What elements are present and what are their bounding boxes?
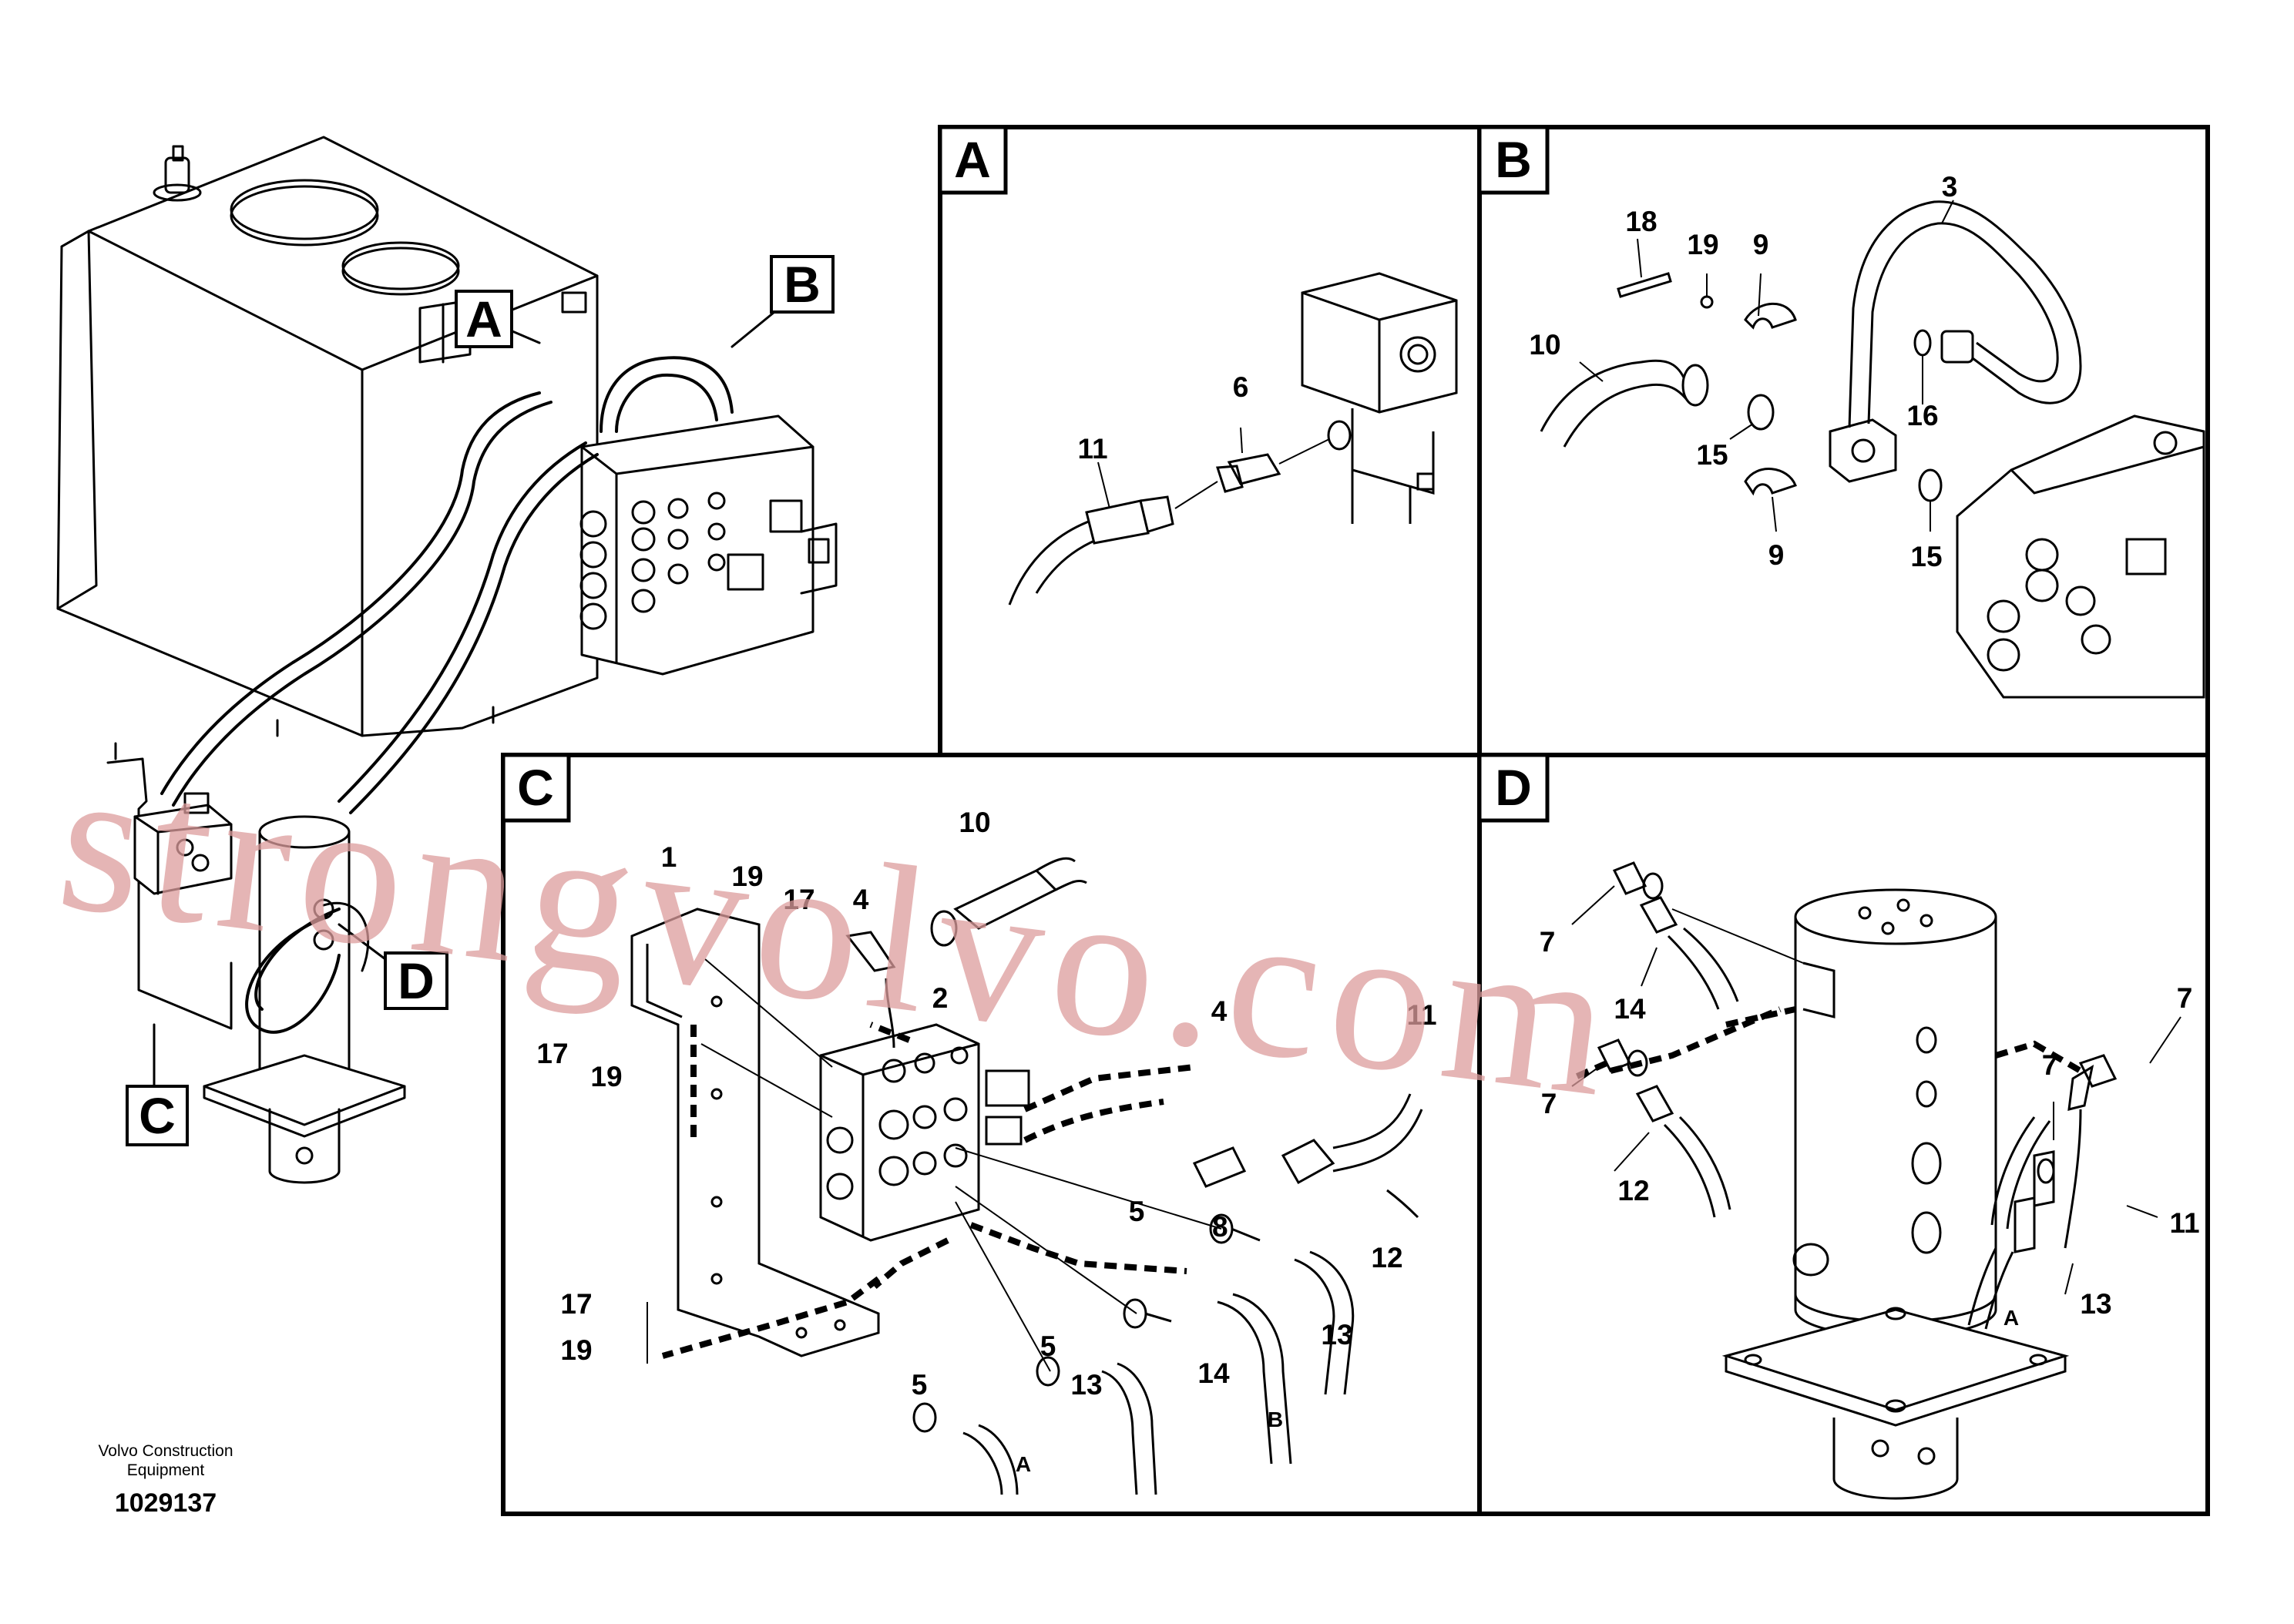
svg-text:A: A [465,290,502,347]
footer: Volvo Construction Equipment 1029137 [98,1442,233,1518]
hose-end-letter-a: A [2003,1306,2019,1330]
hose-end-letter-b: B [1268,1408,1283,1431]
part-label-11: 11 [1077,433,1107,465]
panel-b: B [1477,125,2210,757]
part-label-13: 13 [1070,1369,1102,1401]
part-label-7: 7 [2042,1049,2058,1081]
part-label-1: 1 [661,841,677,873]
part-label-18: 18 [1625,206,1657,237]
part-label-6: 6 [1233,371,1249,403]
footer-company-line2: Equipment [127,1461,205,1479]
part-label-11: 11 [1406,999,1436,1031]
callout-box-a: A [455,290,513,348]
part-label-7: 7 [1541,1088,1557,1119]
part-label-9: 9 [1768,539,1785,571]
part-label-8: 8 [1212,1211,1228,1243]
part-label-2: 2 [932,982,949,1014]
small-valve-assembly [106,757,233,1030]
panel-c: C [501,753,1482,1516]
leader-d [338,923,387,961]
part-label-4: 4 [1211,995,1228,1027]
part-label-19: 19 [560,1334,592,1366]
part-label-7: 7 [2177,982,2193,1014]
part-label-4: 4 [853,884,869,915]
part-label-17: 17 [536,1038,568,1069]
part-label-12: 12 [1617,1175,1649,1206]
control-valve [579,414,838,676]
part-label-14: 14 [1197,1357,1230,1389]
part-label-14: 14 [1614,993,1646,1025]
part-label-13: 13 [1321,1319,1352,1351]
overview-illustration [56,136,838,1184]
svg-text:C: C [139,1087,176,1144]
leader-a [511,330,541,344]
part-label-5: 5 [1129,1196,1145,1227]
drawing-number: 1029137 [115,1488,217,1518]
part-label-7: 7 [1540,926,1556,958]
part-label-10: 10 [959,807,990,838]
panel-b-title: B [1495,131,1532,188]
overview-hoses [160,356,734,1034]
part-label-10: 10 [1529,329,1560,361]
part-label-19: 19 [590,1061,622,1092]
footer-company-line1: Volvo Construction [98,1442,233,1460]
svg-text:B: B [784,256,821,313]
panel-d-title: D [1495,759,1532,816]
panel-c-title: C [517,759,554,816]
part-label-19: 19 [731,861,763,892]
part-label-9: 9 [1753,229,1769,260]
svg-text:D: D [398,952,435,1009]
part-label-12: 12 [1371,1242,1402,1273]
part-label-3: 3 [1942,171,1958,203]
callout-box-b: B [770,255,835,314]
swivel-joint [203,815,406,1184]
part-label-5: 5 [912,1369,928,1401]
panel-d: D [1477,753,2210,1516]
hydraulic-tank [56,136,599,760]
leader-b [731,310,776,348]
callout-box-d: D [384,951,448,1010]
part-label-19: 19 [1687,229,1718,260]
part-label-11: 11 [2169,1207,2199,1239]
part-label-15: 15 [1696,439,1728,471]
part-label-15: 15 [1910,541,1942,572]
panel-a-title: A [954,131,991,188]
callout-box-c: C [126,1085,189,1146]
part-label-13: 13 [2080,1288,2111,1320]
part-label-17: 17 [560,1288,592,1320]
part-label-17: 17 [783,884,814,915]
hose-end-letter-a: A [1016,1452,1031,1476]
part-label-5: 5 [1040,1330,1056,1362]
part-label-16: 16 [1906,400,1938,431]
